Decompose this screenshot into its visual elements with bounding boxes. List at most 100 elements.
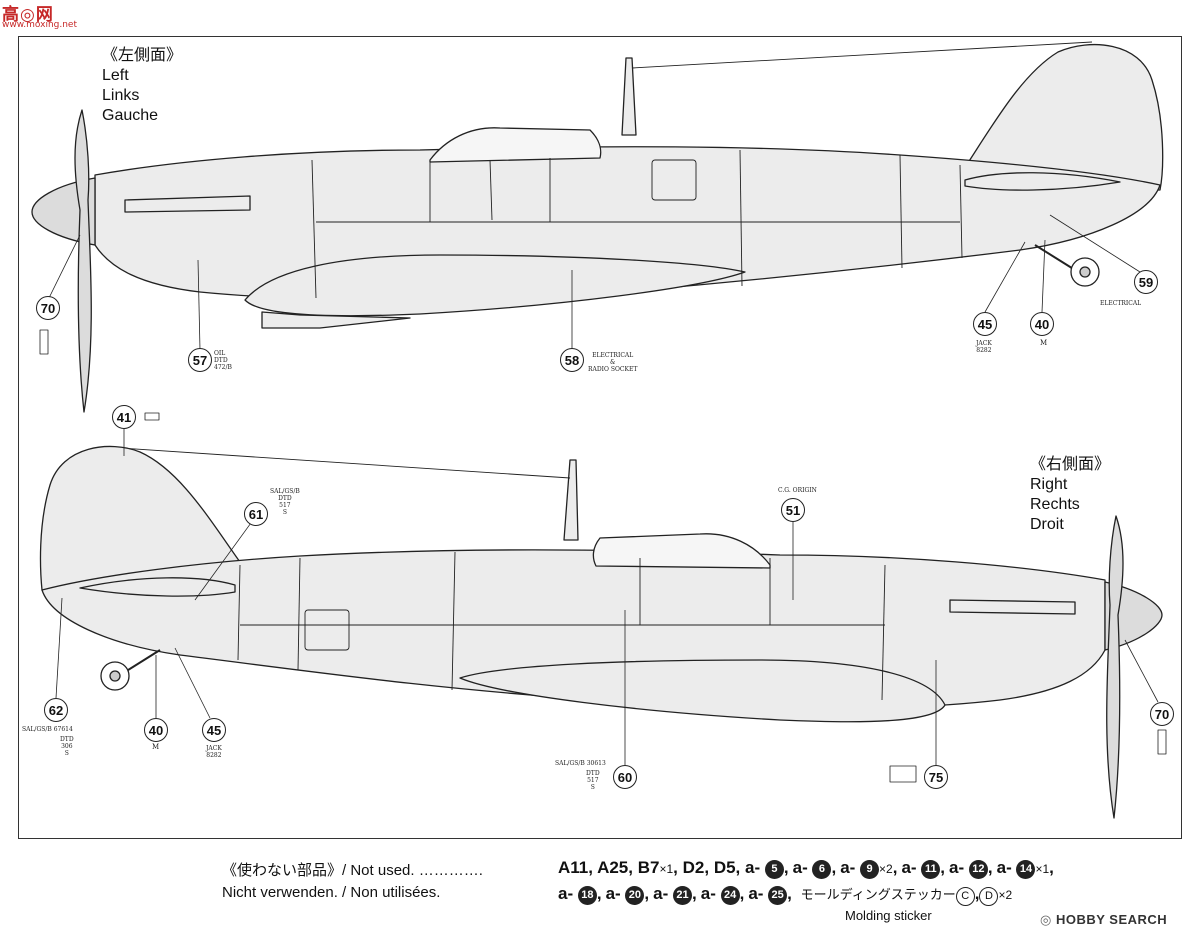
part-a-5: a- 5, [745, 858, 789, 879]
caption-oil: OIL DTD 472/B [214, 350, 232, 371]
left-side-aircraft [31, 41, 1164, 413]
watermark-logo: 高◎网 [2, 5, 54, 24]
caption-m-left: M [1040, 339, 1048, 347]
left-propeller [74, 109, 92, 413]
part-a-prefix: a- [840, 858, 861, 877]
sticker-d-circle: D [979, 887, 999, 906]
caption-electrical-radio: ELECTRICAL & RADIO SOCKET [588, 352, 638, 373]
callout-decal-58: 58 [560, 348, 584, 372]
not-used-line-1: 《使わない部品》/ Not used. …………. [222, 862, 483, 879]
watermark-url: www.moxing.net [2, 20, 77, 30]
brand-logo-icon: ◎ [1040, 912, 1056, 927]
caption-jack-right: JACK 8282 [206, 745, 222, 759]
caption-code-60: SAL/GS/B 30613 [555, 760, 606, 767]
part-separator: , [783, 858, 789, 877]
part-separator: , [739, 884, 745, 903]
part-a-prefix: a- [792, 858, 813, 877]
left-radiator [261, 311, 411, 329]
part-a-prefix: a- [949, 858, 969, 877]
part-multiplier: ×2 [879, 862, 893, 876]
callout-decal-59: 59 [1134, 270, 1158, 294]
part-separator: , [644, 884, 650, 903]
part-number-circle: 21 [673, 886, 692, 905]
part-d5: D5, [713, 858, 741, 877]
molding-sticker-en: Molding sticker [845, 908, 932, 923]
callout-decal-40: 40 [1030, 312, 1054, 336]
part-separator: , [692, 884, 697, 903]
part-a-prefix: a- [748, 884, 769, 903]
part-a-9: a- 9×2, [840, 858, 897, 879]
right-tail-fin [39, 445, 241, 591]
part-number-circle: 6 [812, 860, 832, 879]
part-a-prefix: a- [653, 884, 673, 903]
callout-decal-62: 62 [44, 698, 68, 722]
callout-decal-41: 41 [112, 405, 136, 429]
part-a-21: a- 21, [653, 884, 697, 905]
part-number-circle: 25 [768, 886, 788, 905]
callout-decal-45: 45 [973, 312, 997, 336]
part-a-12: a- 12, [949, 858, 993, 879]
callout-decal-70-right: 70 [1150, 702, 1174, 726]
caption-m-right: M [152, 743, 160, 751]
part-a11: A11, [558, 858, 593, 877]
drawing-frame [18, 36, 1182, 839]
caption-dtd-517-upper: SAL/GS/B DTD 517 S [270, 488, 300, 516]
part-a-11: a- 11, [901, 858, 946, 879]
caption-jack-left: JACK 8282 [976, 340, 992, 354]
callout-decal-57: 57 [188, 348, 212, 372]
parts-list-row-1: A11, A25, B7×1, D2, D5, a- 5,a- 6,a- 9×2… [558, 858, 1058, 879]
caption-electrical: ELECTRICAL [1100, 300, 1142, 307]
left-view-title: 《左側面》 [102, 47, 183, 64]
callout-decal-60: 60 [613, 765, 637, 789]
left-antenna-wire [631, 41, 1093, 69]
right-view-fr: Droit [1030, 516, 1064, 533]
right-antenna-mast [563, 459, 579, 541]
part-number-circle: 18 [577, 886, 597, 905]
right-tailplane [79, 577, 236, 597]
right-view-en: Right [1030, 476, 1068, 493]
right-antenna-wire [104, 446, 571, 479]
part-separator: , [787, 884, 792, 903]
left-view-label: 《左側面》 Left Links Gauche [102, 46, 182, 126]
part-a-14: a- 14×1, [997, 858, 1054, 879]
part-a-20: a- 20, [606, 884, 650, 905]
leader-lines [47, 214, 1159, 765]
right-canopy [592, 533, 771, 569]
left-canopy [429, 127, 602, 163]
part-number-circle: 14 [1016, 860, 1036, 879]
parts-list-row-2: a- 18,a- 20,a- 21,a- 24,a- 25, モールディングステ… [558, 884, 1012, 906]
left-tail-fin [959, 43, 1164, 191]
part-a-18: a- 18, [558, 884, 602, 905]
callout-decal-51: 51 [781, 498, 805, 522]
sticker-d-mult: ×2 [998, 888, 1013, 902]
right-view-label: 《右側面》 Right Rechts Droit [1030, 455, 1110, 535]
caption-code-62: SAL/GS/B 67614 [22, 726, 73, 733]
right-wing [459, 659, 946, 723]
caption-dtd-306: DTD 306 S [60, 736, 74, 757]
part-a-24: a- 24, [701, 884, 745, 905]
callout-decal-61: 61 [244, 502, 268, 526]
callout-decal-40-right: 40 [144, 718, 168, 742]
part-separator: , [987, 858, 993, 877]
part-d2: D2, [682, 858, 710, 877]
left-view-de: Links [102, 87, 140, 104]
left-wing [244, 254, 746, 317]
a-parts-row-2: a- 18,a- 20,a- 21,a- 24,a- 25, [558, 884, 796, 905]
right-propeller [1106, 515, 1124, 819]
left-tailplane [964, 172, 1121, 191]
part-number-circle: 5 [764, 860, 784, 879]
part-separator: , [831, 858, 837, 877]
part-separator: , [940, 858, 946, 877]
part-number-circle: 24 [720, 886, 740, 905]
part-a-25: a- 25, [748, 884, 792, 905]
part-a-6: a- 6, [792, 858, 837, 879]
part-a25: A25, [597, 858, 633, 877]
part-a-prefix: a- [901, 858, 922, 877]
callout-decal-75: 75 [924, 765, 948, 789]
left-antenna-mast [621, 57, 637, 136]
brand-name: HOBBY SEARCH [1055, 912, 1168, 927]
part-a-prefix: a- [745, 858, 765, 877]
right-side-aircraft [39, 445, 1163, 819]
part-number-circle: 9 [860, 860, 880, 879]
left-exhaust [124, 195, 251, 213]
